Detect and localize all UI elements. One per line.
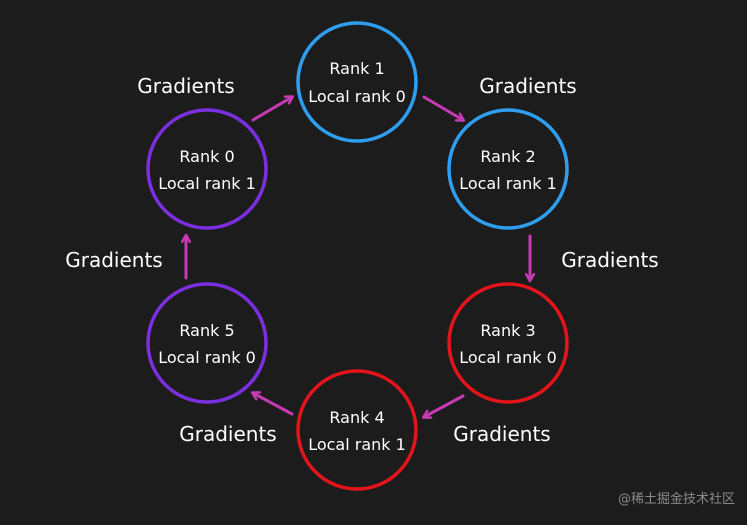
node-circle — [146, 282, 268, 404]
edge-label-rank2-rank3: Gradients — [561, 248, 658, 272]
edge-label-rank0-rank1: Gradients — [137, 74, 234, 98]
node-circle — [296, 369, 418, 491]
node-rank1: Rank 1 Local rank 0 — [296, 21, 418, 143]
edge-arrow-rank4-rank5 — [253, 393, 294, 416]
node-rank-label: Rank 5 — [179, 321, 234, 340]
node-circle — [447, 108, 569, 230]
node-rank-label: Rank 3 — [480, 321, 535, 340]
edge-label-rank1-rank2: Gradients — [479, 74, 576, 98]
edge-label-rank5-rank0: Gradients — [65, 248, 162, 272]
node-rank2: Rank 2 Local rank 1 — [447, 108, 569, 230]
node-rank-label: Rank 0 — [179, 147, 234, 166]
node-local-rank-label: Local rank 1 — [308, 435, 406, 454]
node-rank5: Rank 5 Local rank 0 — [146, 282, 268, 404]
edge-arrow-rank0-rank1 — [251, 97, 292, 122]
node-rank0: Rank 0 Local rank 1 — [146, 108, 268, 230]
node-rank-label: Rank 4 — [329, 408, 384, 427]
edges — [186, 97, 530, 417]
edge-label-rank3-rank4: Gradients — [453, 422, 550, 446]
node-circle — [146, 108, 268, 230]
node-rank-label: Rank 1 — [329, 59, 384, 78]
node-rank-label: Rank 2 — [480, 147, 535, 166]
node-rank3: Rank 3 Local rank 0 — [447, 282, 569, 404]
edge-arrow-rank1-rank2 — [422, 95, 463, 120]
watermark-text: @稀土掘金技术社区 — [618, 491, 735, 507]
edge-arrow-rank3-rank4 — [424, 394, 465, 417]
edge-labels: Gradients Gradients Gradients Gradients … — [65, 74, 658, 446]
edge-label-rank4-rank5: Gradients — [179, 422, 276, 446]
node-circle — [447, 282, 569, 404]
node-local-rank-label: Local rank 1 — [459, 174, 557, 193]
node-local-rank-label: Local rank 0 — [459, 348, 557, 367]
node-local-rank-label: Local rank 0 — [308, 87, 406, 106]
node-rank4: Rank 4 Local rank 1 — [296, 369, 418, 491]
node-local-rank-label: Local rank 0 — [158, 348, 256, 367]
node-local-rank-label: Local rank 1 — [158, 174, 256, 193]
nodes: Rank 1 Local rank 0 Rank 2 Local rank 1 … — [146, 21, 569, 491]
node-circle — [296, 21, 418, 143]
